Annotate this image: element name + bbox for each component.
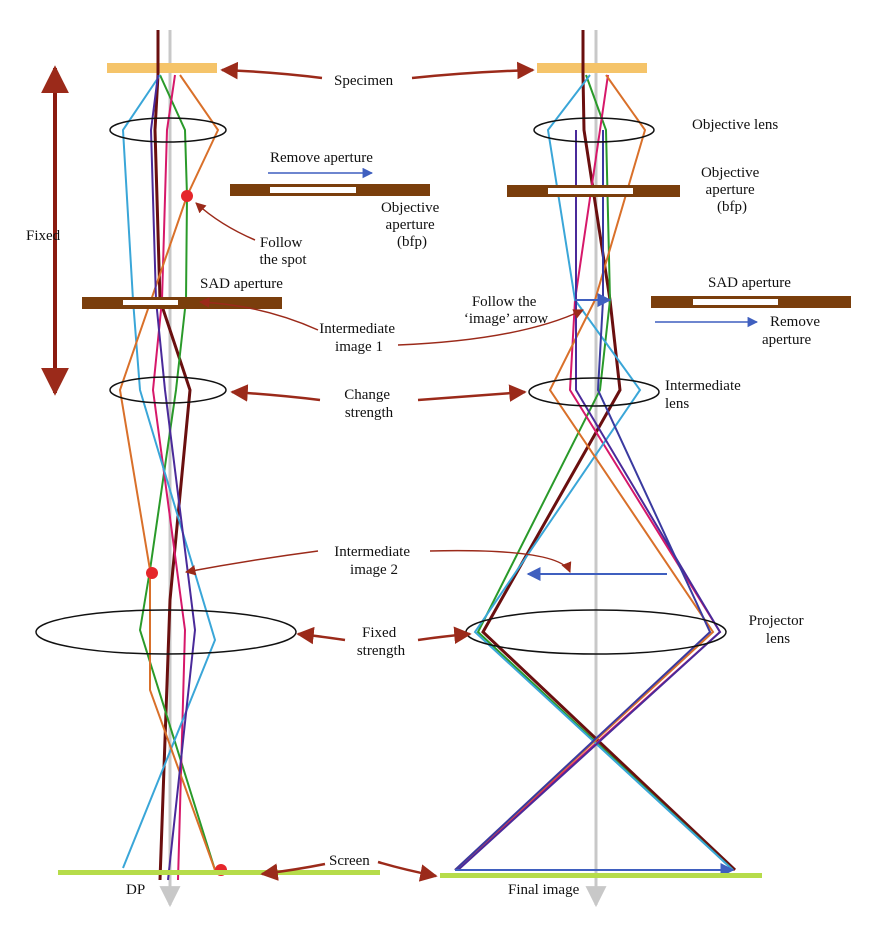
specimen-label: Specimen [334,73,394,89]
specimen-left [107,63,217,73]
specimen-arrow-left [220,61,323,80]
objective-aperture-label-left: Objective aperture (bfp) [381,200,443,250]
objective-lens-right [533,117,655,143]
objective-lens-label: Objective lens [692,117,778,133]
change-strength-label: Change strength [344,387,394,421]
intermediate-image-2-arrow-right [429,549,572,573]
intermediate-image-2-arrow-left [184,550,319,576]
sad-aperture-right [651,296,851,308]
final-image-label: Final image [508,882,580,898]
sad-aperture-label-left: SAD aperture [200,276,283,292]
specimen-arrow-right [411,61,535,80]
follow-spot-arrow [195,202,256,241]
change-strength-arrow-right [417,384,527,402]
follow-spot-label: Follow the spot [259,235,307,268]
specimen-right [537,63,647,73]
screen-arrow-left [260,862,326,881]
fixed-label: Fixed [26,228,61,244]
fixed-strength-label: Fixed strength [357,625,406,659]
screen-left [58,870,380,875]
ray-green-left [138,74,216,871]
diffraction-mode-column [35,30,380,908]
screen-arrow-right [377,860,438,882]
intermediate-image-1-label: Intermediate image 1 [319,321,399,355]
intermediate-lens-right [528,377,660,407]
objective-aperture-label-right: Objective aperture (bfp) [701,165,763,215]
ray-green-right [476,74,734,871]
ray-orange-right [454,74,715,871]
ray-purple-left [149,74,197,881]
screen-right [440,873,762,878]
ray-maroon-right [481,30,737,872]
pointer-arrows [184,61,584,882]
sad-aperture-label-right: SAD aperture [708,275,791,291]
remove-aperture-label-top: Remove aperture [270,150,373,166]
ray-magenta-left [151,74,187,881]
intermediate-lens-label: Intermediate lens [665,378,745,412]
screen-label: Screen [329,853,370,869]
ray-purple-right [457,130,722,871]
intermediate-image-2-label: Intermediate image 2 [334,544,414,578]
imaging-mode-column [440,30,762,908]
fixed-strength-arrow-right [417,626,472,644]
objective-aperture-left [230,184,430,196]
ray-orange-left [118,74,220,871]
objective-aperture-right [507,185,680,197]
fixed-strength-arrow-left [296,626,346,645]
intermediate-lens-left [109,376,227,404]
intermediate-image-1-arrow-right [397,309,584,346]
sad-aperture-left [82,297,282,309]
ray-darkblue-right [454,130,712,871]
remove-aperture-label-right: Remove aperture [762,314,824,348]
dp-label: DP [126,882,145,898]
projector-lens-label: Projector lens [749,613,808,647]
focus-spot-intermediate [146,567,158,579]
focus-spot-bfp [181,190,193,202]
change-strength-arrow-left [230,384,321,402]
projector-lens-left [35,609,297,655]
follow-image-label: Follow the ‘image’ arrow [464,294,548,327]
objective-lens-left [109,117,227,143]
intermediate-image-1-arrow-left [198,297,319,331]
